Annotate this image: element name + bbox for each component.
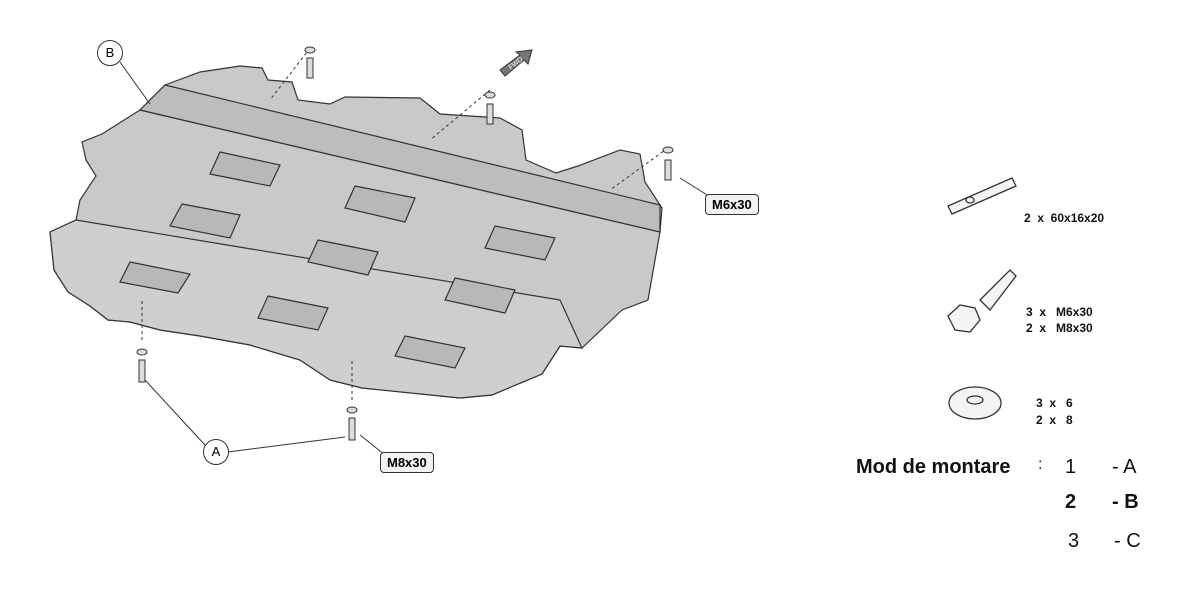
mounting-row-1-num: 1	[1065, 456, 1077, 478]
part-bolt-m6-qty: 3 x M6x30	[1026, 305, 1093, 319]
part-washer-8-qty: 2 x 8	[1036, 413, 1073, 427]
mounting-row-2-letter: - B	[1112, 491, 1139, 513]
label-b: B	[97, 40, 123, 66]
bolt-icon	[947, 269, 1017, 333]
svg-text:FWD: FWD	[508, 56, 525, 71]
mounting-row-3-letter: - C	[1114, 530, 1141, 552]
mounting-colon: :	[1038, 456, 1043, 473]
skid-plate	[49, 65, 663, 399]
mounting-bolts	[136, 46, 674, 441]
mounting-row-3-num: 3	[1068, 530, 1080, 552]
mounting-title: Mod de montare	[856, 456, 1011, 478]
part-washer-6-qty: 3 x 6	[1036, 396, 1073, 410]
fwd-arrow-icon: FWD	[499, 49, 533, 77]
callout-m8: M8x30	[380, 452, 434, 473]
part-icons	[947, 177, 1017, 420]
washer-icon	[948, 386, 1002, 420]
embossed-recesses	[119, 151, 556, 369]
label-a: A	[203, 439, 229, 465]
mounting-row-2-num: 2	[1065, 491, 1077, 513]
mounting-row-1-letter: - A	[1112, 456, 1137, 478]
part-plate-qty: 2 x 60x16x20	[1024, 211, 1105, 225]
callout-m6: M6x30	[705, 194, 759, 215]
plate-icon	[947, 177, 1017, 215]
part-bolt-m8-qty: 2 x M8x30	[1026, 321, 1093, 335]
